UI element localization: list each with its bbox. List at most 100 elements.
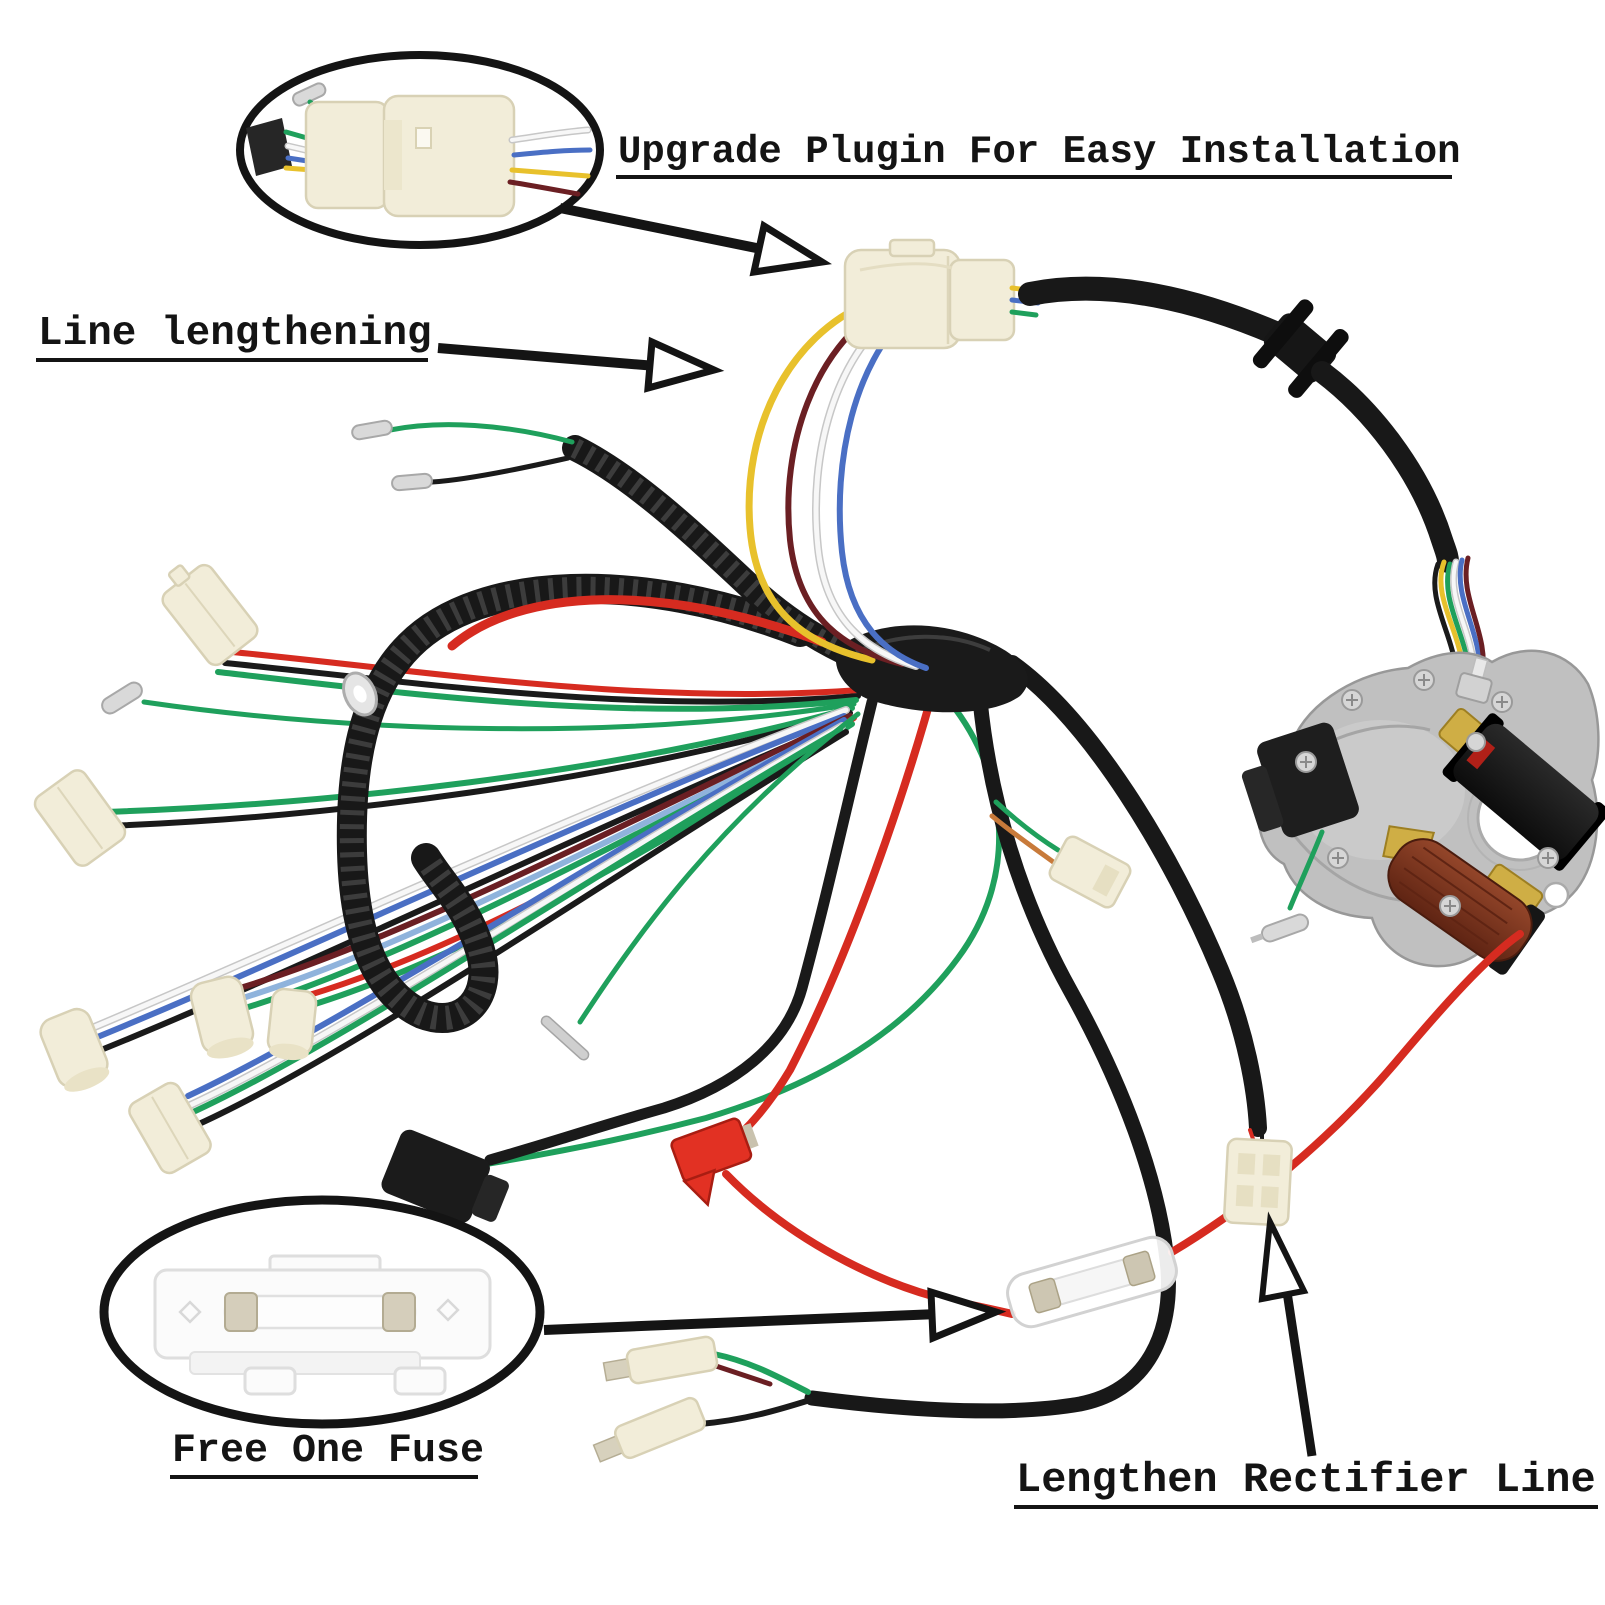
spade-flag [682, 1168, 717, 1208]
wire-red [722, 1170, 1016, 1318]
arrow-line-lengthening [437, 336, 725, 393]
rectifier-cable [1003, 655, 1267, 1137]
two-pin-connector [33, 769, 127, 867]
plugin-closeup-rear [304, 100, 390, 210]
wire-orange [989, 813, 1059, 867]
spade-insulator [670, 1117, 753, 1183]
center-cables [483, 655, 1267, 1419]
round-connector [189, 975, 255, 1059]
wire-blue [511, 147, 593, 158]
connector-cavity [1260, 1186, 1279, 1209]
connector-step [384, 120, 402, 190]
wire-green [1287, 829, 1325, 911]
connector-rim [206, 1037, 254, 1059]
arrow-rectifier [1258, 1211, 1317, 1457]
block-step [1241, 766, 1284, 832]
wire-black [222, 660, 861, 705]
fuse-holder-foot [243, 1366, 297, 1396]
wire-green [711, 1351, 811, 1395]
wire-maroon [237, 713, 853, 991]
loom-texture [339, 576, 805, 1030]
spade-sleeve [613, 1396, 707, 1460]
round-connector [39, 1007, 110, 1092]
boot-body [381, 1129, 490, 1223]
mount-hole [1542, 881, 1570, 909]
left-connector-cluster [33, 563, 590, 1175]
wire-green-stub [1009, 309, 1039, 318]
boot-closeup [246, 118, 292, 176]
center-plugin [745, 238, 1041, 671]
grommet-flange [1252, 299, 1314, 369]
connector-cavity [1237, 1152, 1256, 1175]
wire-white [813, 309, 919, 669]
connector-body [1223, 1137, 1293, 1227]
bullet-terminal [101, 681, 143, 715]
connector-rim [268, 1043, 309, 1061]
wire-yellow [509, 167, 591, 179]
plugin-closeup-front [382, 94, 516, 218]
fuse-cap [224, 1292, 258, 1332]
connector-body [1048, 835, 1132, 909]
callout-ellipse [99, 1195, 545, 1429]
arrow-head [644, 336, 725, 393]
connector-shading [859, 262, 953, 272]
annotation-labels: Upgrade Plugin For Easy Installation Lin… [36, 130, 1598, 1509]
block-body [1257, 722, 1359, 838]
fuse-holder-base [189, 1351, 421, 1375]
corrugated-loom [336, 419, 858, 1033]
terminal-sleeve [101, 681, 143, 715]
plugin-connector-latch [888, 238, 936, 258]
arrow-shaft [1282, 1291, 1317, 1457]
rubber-boot-connector [381, 1129, 509, 1223]
arrow-free-fuse [543, 1287, 1007, 1344]
crimp-terminal [292, 82, 327, 107]
wire-red [730, 676, 940, 1144]
label-free-one-fuse: Free One Fuse [172, 1429, 484, 1474]
pigtail-connector [1048, 835, 1132, 909]
wire-red [229, 649, 863, 697]
label-lengthen-rectifier: Lengthen Rectifier Line [1016, 1456, 1596, 1504]
label-upgrade-plugin: Upgrade Plugin For Easy Installation [618, 130, 1461, 174]
arrow-head [1258, 1211, 1309, 1303]
red-spade-terminal [670, 1117, 1016, 1318]
boot-neck [471, 1174, 509, 1222]
two-pin-connector [128, 1081, 212, 1175]
wire-maroon [507, 179, 581, 197]
wire-maroon [785, 305, 905, 667]
connector-rim [64, 1067, 110, 1092]
screw-slots [1300, 674, 1554, 912]
inline-fuse-holder [1006, 930, 1524, 1329]
label-line-lengthening: Line lengthening [38, 311, 432, 357]
engine-cable [1018, 276, 1486, 687]
wire-green [387, 422, 575, 445]
screws [1295, 669, 1559, 917]
arrow-upgrade-plugin [559, 203, 832, 277]
callout-plugin-closeup [236, 51, 604, 249]
latch-hole [415, 127, 432, 149]
wire-white [510, 128, 590, 142]
connector-cavity [1235, 1184, 1254, 1207]
coil-body [1453, 723, 1599, 861]
connector-notch [1092, 864, 1120, 897]
connector-seam [151, 1096, 189, 1160]
fuse-cap [1028, 1277, 1062, 1314]
wire-green [993, 799, 1061, 853]
wire-green [215, 669, 859, 712]
wire-green [141, 699, 857, 732]
bullet-terminal [391, 472, 433, 492]
terminal-sleeve [1260, 913, 1310, 943]
ring-terminal-hole [353, 685, 367, 703]
sheath-to-grommet [1018, 276, 1294, 348]
callout-ellipse [236, 51, 604, 249]
molded-diamond [178, 1300, 202, 1324]
arrow-shaft [543, 1309, 939, 1335]
coil-windings [1387, 838, 1533, 962]
plate-rib [1288, 829, 1401, 902]
wire-green [577, 711, 861, 1025]
bare-pin-terminal [540, 1015, 590, 1061]
winding-lines [1398, 846, 1513, 945]
arrow-shaft [559, 203, 767, 255]
fuse-cap [382, 1292, 416, 1332]
